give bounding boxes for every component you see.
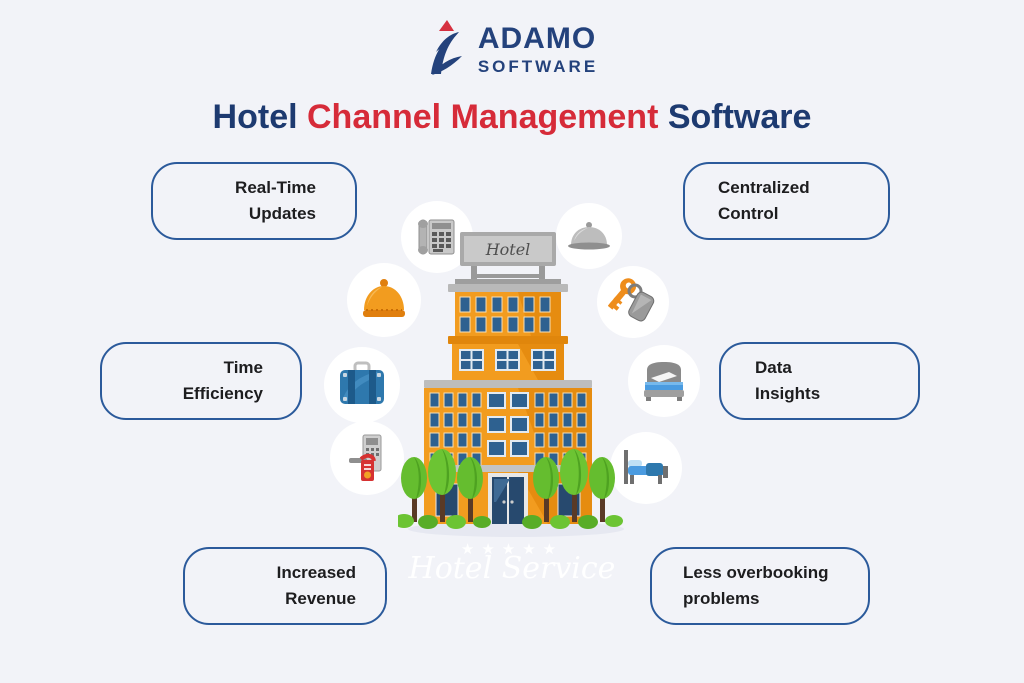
benefit-increased-revenue: Increased Revenue <box>183 547 387 625</box>
benefit-label-line2: Revenue <box>285 589 356 608</box>
star-rating: ★★★★★ <box>460 541 564 558</box>
logo-brand: ADAMO <box>477 22 597 55</box>
title-word-channel-management: Channel Management <box>307 98 659 136</box>
service-bell-icon <box>347 263 421 337</box>
benefit-label-line1: Real-Time <box>235 178 316 197</box>
single-bed-icon <box>610 432 682 504</box>
benefit-label-line1: Time <box>223 358 263 377</box>
benefit-label-line1: Increased <box>276 563 356 582</box>
benefit-real-time-updates: Real-Time Updates <box>151 162 357 240</box>
hotel-sign-text: Hotel <box>485 240 531 259</box>
benefit-data-insights: Data Insights <box>719 342 920 420</box>
trees-left <box>394 449 491 529</box>
benefit-label-line1: Centralized <box>718 178 810 197</box>
benefit-centralized-control: Centralized Control <box>683 162 890 240</box>
benefit-label-line1: Less overbooking <box>683 563 829 582</box>
benefit-label-line2: Insights <box>755 384 821 403</box>
trees-right <box>522 449 623 529</box>
logo-text: ADAMO SOFTWARE <box>477 22 599 76</box>
benefit-label-line2: Updates <box>248 204 316 223</box>
benefit-label-line2: problems <box>683 589 760 608</box>
room-keys-icon <box>597 266 669 338</box>
title-word-hotel: Hotel <box>212 98 298 136</box>
adamo-logo: ADAMO SOFTWARE <box>0 18 1024 81</box>
cloche-icon <box>556 203 622 269</box>
hotel-service-watermark: Hotel Service <box>408 551 616 586</box>
benefit-less-overbooking: Less overbooking problems <box>650 547 870 625</box>
suitcase-icon <box>324 347 400 423</box>
benefit-time-efficiency: Time Efficiency <box>100 342 302 420</box>
bed-icon <box>628 345 700 417</box>
logo-subbrand: SOFTWARE <box>477 57 599 76</box>
title-word-software: Software <box>667 98 812 136</box>
door-lock-icon <box>330 421 404 495</box>
page-title: Hotel Channel Management Software <box>0 98 1024 137</box>
mountain-swoosh-icon <box>426 18 466 81</box>
hotel-building-illustration: Hotel <box>394 222 638 542</box>
benefit-label-line2: Efficiency <box>182 384 263 403</box>
benefit-label-line1: Data <box>755 358 792 377</box>
benefit-label-line2: Control <box>718 204 779 223</box>
